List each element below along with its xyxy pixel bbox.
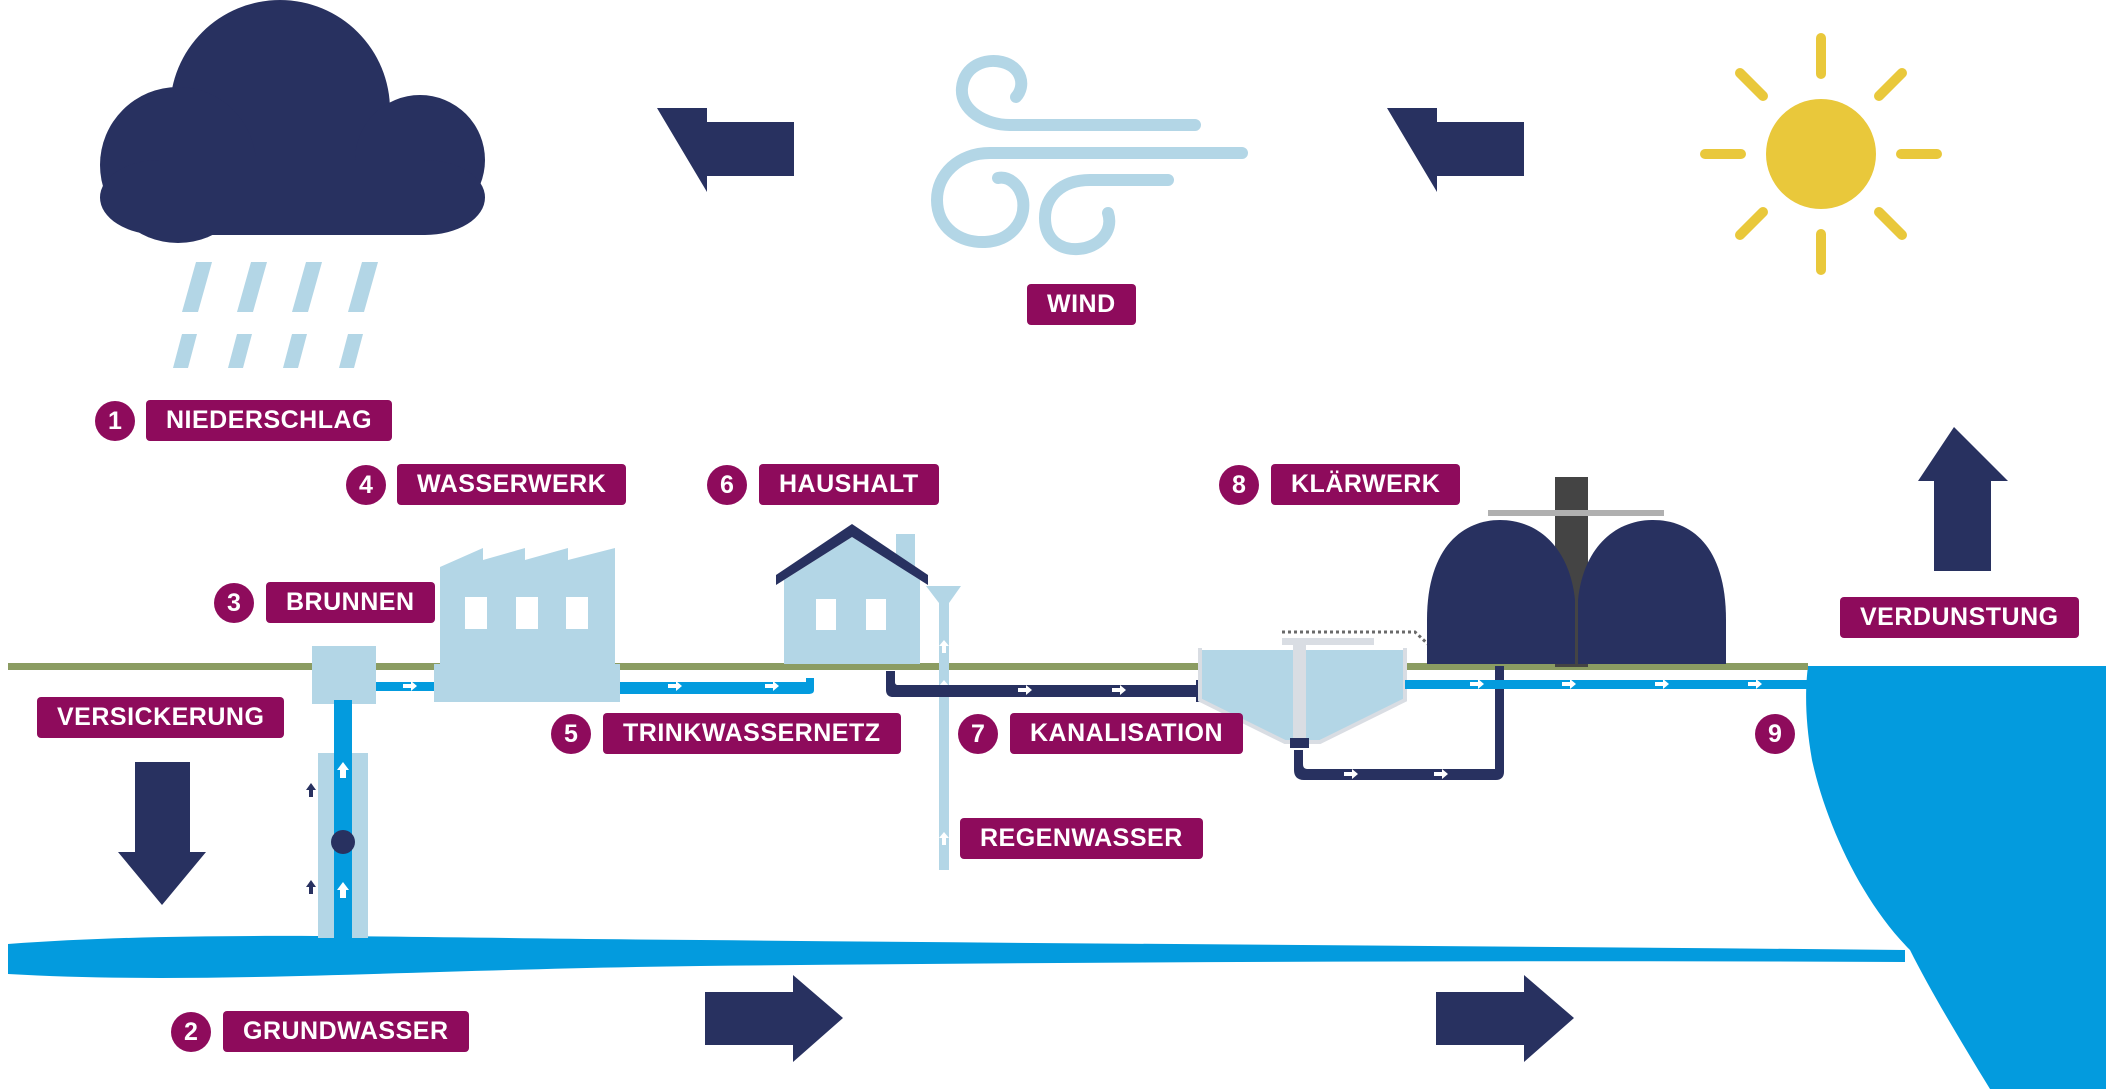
step-7-number: 7 <box>958 714 998 754</box>
step-7-label: KANALISATION <box>1010 713 1244 754</box>
arrow-icon <box>118 762 206 905</box>
step-3-number: 3 <box>214 583 254 623</box>
regenwasser-label: REGENWASSER <box>960 818 1203 859</box>
arrow-icon <box>705 975 843 1062</box>
step-2-number: 2 <box>171 1012 211 1052</box>
wind-icon <box>930 55 1248 256</box>
wind-label: WIND <box>1027 284 1136 325</box>
house-icon <box>776 524 928 664</box>
step-1-number: 1 <box>95 401 135 441</box>
arrow-icon <box>657 108 794 192</box>
verdunstung-label: VERDUNSTUNG <box>1840 597 2079 638</box>
step-6-number: 6 <box>707 465 747 505</box>
step-4-number: 4 <box>346 465 386 505</box>
arrow-icon <box>1387 108 1524 192</box>
step-8-number: 8 <box>1219 465 1259 505</box>
well-icon <box>306 646 376 940</box>
lake <box>1806 666 2106 1089</box>
step-2-label: GRUNDWASSER <box>223 1011 469 1052</box>
step-8-label: KLÄRWERK <box>1271 464 1461 505</box>
arrow-icon <box>1436 975 1574 1062</box>
step-4-label: WASSERWERK <box>397 464 627 505</box>
factory-icon <box>434 548 620 702</box>
step-5-number: 5 <box>551 714 591 754</box>
step-5-label: TRINKWASSERNETZ <box>603 713 901 754</box>
rainwater-pipe <box>926 586 961 870</box>
versickerung-label: VERSICKERUNG <box>37 697 285 738</box>
treatment-plant-icon <box>1198 477 1726 748</box>
step-6-label: HAUSHALT <box>759 464 939 505</box>
groundwater-layer <box>8 935 1905 978</box>
ground-line <box>8 663 1808 670</box>
rain-cloud-icon <box>100 0 485 368</box>
step-9-number: 9 <box>1755 714 1795 754</box>
step-1-label: NIEDERSCHLAG <box>146 400 393 441</box>
step-3-label: BRUNNEN <box>266 582 435 623</box>
sun-icon <box>1700 33 1942 275</box>
arrow-icon <box>1918 427 2008 571</box>
